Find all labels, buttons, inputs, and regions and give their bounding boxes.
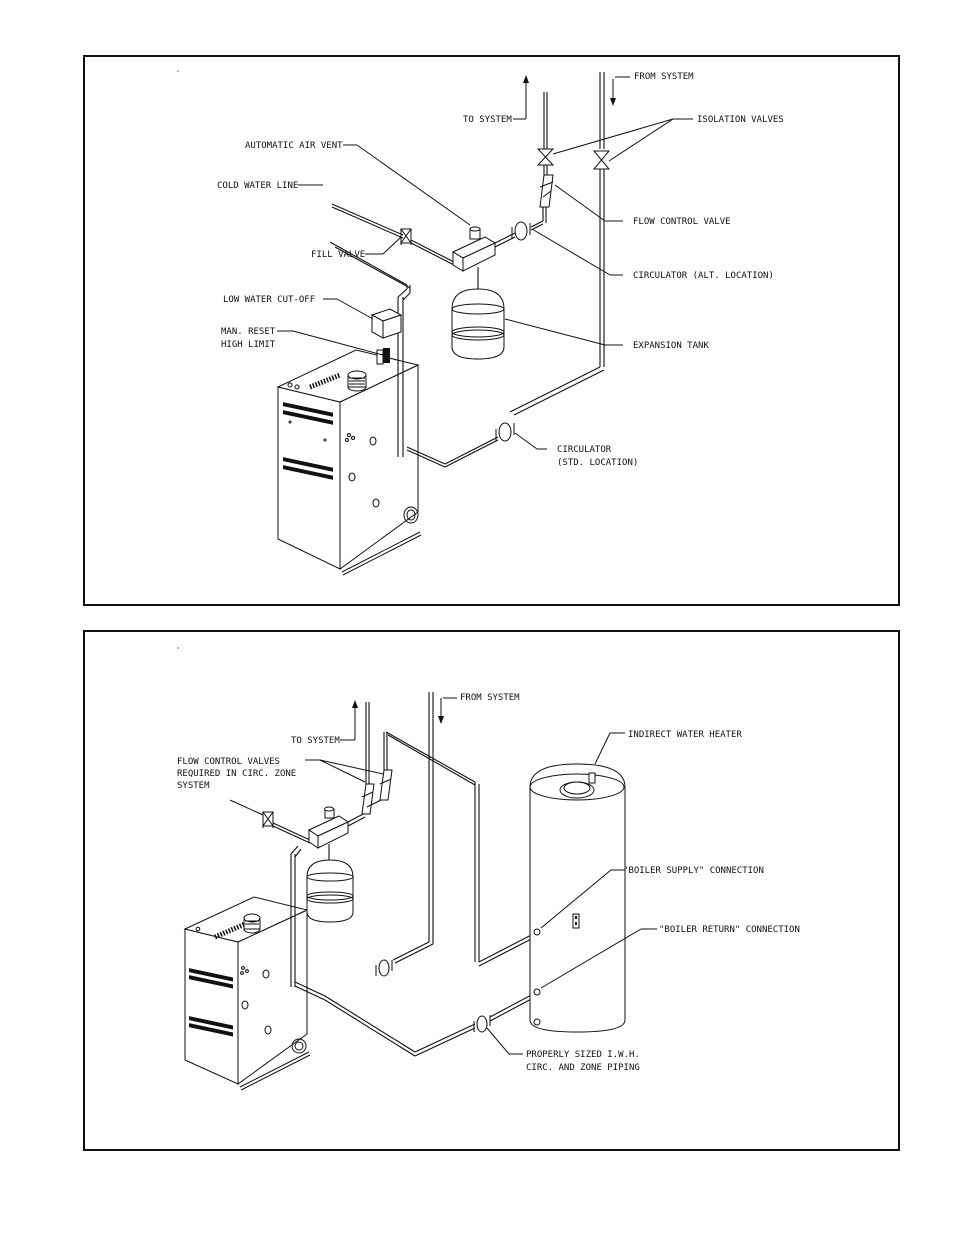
label-circulator-std: CIRCULATOR [557, 445, 612, 455]
label-flow-control-valves: FLOW CONTROL VALVES [177, 757, 280, 767]
label-low-water-cutoff: LOW WATER CUT-OFF [223, 295, 315, 305]
circulator-alt [511, 220, 544, 241]
boiler [276, 349, 422, 576]
iwh-circulator [473, 1015, 491, 1033]
fill-valve [262, 811, 311, 844]
boiler-vent-slots [283, 402, 333, 480]
boiler-vent-slots [189, 968, 233, 1037]
label-cold-water-line: COLD WATER LINE [217, 181, 298, 191]
return-riser [392, 692, 434, 964]
label-from-system: FROM SYSTEM [460, 693, 520, 703]
from-system-arrow [610, 79, 616, 106]
label-zone-piping: CIRC. AND ZONE PIPING [526, 1063, 640, 1073]
return-riser [509, 72, 611, 416]
boiler [183, 896, 311, 1091]
isolation-valve-right [592, 150, 611, 170]
flow-control-valve-1 [361, 702, 375, 815]
low-water-cutoff [370, 308, 403, 339]
label-flow-control-required: REQUIRED IN CIRC. ZONE [177, 769, 296, 779]
to-system-arrow [523, 75, 529, 119]
label-from-system: FROM SYSTEM [634, 72, 694, 82]
iwh-return-piping [294, 981, 538, 1057]
bottom-diagram-panel: FROM SYSTEM TO SYSTEM INDIRECT WATER HEA… [83, 630, 900, 1151]
expansion-tank [306, 859, 354, 923]
supply-piping [290, 845, 302, 987]
label-properly-sized: PROPERLY SIZED I.W.H. [526, 1050, 640, 1060]
flow-control-valve [539, 174, 554, 223]
zone-circulator [375, 959, 393, 977]
circulator-std [406, 422, 515, 468]
label-to-system: TO SYSTEM [463, 115, 512, 125]
boiler-top-grille [309, 372, 341, 390]
label-automatic-air-vent: AUTOMATIC AIR VENT [245, 141, 343, 151]
label-boiler-supply: "BOILER SUPPLY" CONNECTION [623, 866, 764, 876]
label-boiler-return: "BOILER RETURN" CONNECTION [659, 925, 800, 935]
fill-valve [400, 228, 459, 268]
label-to-system: TO SYSTEM [291, 736, 340, 746]
iwh-supply-piping [385, 731, 538, 967]
boiler-return-connection [533, 988, 541, 996]
label-circulator-alt: CIRCULATOR (ALT. LOCATION) [633, 271, 774, 281]
label-circulator-std-location: (STD. LOCATION) [557, 458, 638, 468]
air-separator [451, 226, 497, 289]
bottom-piping-diagram: FROM SYSTEM TO SYSTEM INDIRECT WATER HEA… [177, 647, 800, 1091]
label-flow-control-valve: FLOW CONTROL VALVE [633, 217, 731, 227]
cold-water-pipe [331, 203, 404, 236]
from-system-arrow [438, 698, 444, 724]
air-separator [307, 806, 350, 860]
top-piping-diagram: FROM SYSTEM TO SYSTEM ISOLATION VALVES A… [177, 70, 784, 576]
top-diagram-panel: FROM SYSTEM TO SYSTEM ISOLATION VALVES A… [83, 55, 900, 606]
leader-lines [277, 76, 693, 450]
label-isolation-valves: ISOLATION VALVES [697, 115, 784, 125]
high-limit-control [376, 348, 390, 365]
flow-control-valve-2 [379, 732, 393, 801]
boiler-flue [347, 370, 367, 392]
label-high-limit: HIGH LIMIT [221, 340, 276, 350]
boiler-flue [243, 913, 261, 934]
boiler-supply-connection [533, 928, 541, 936]
label-man-reset: MAN. RESET [221, 327, 276, 337]
label-flow-control-system: SYSTEM [177, 781, 210, 791]
expansion-tank [451, 288, 505, 360]
label-fill-valve: FILL VALVE [311, 250, 365, 260]
isolation-valve-left [536, 148, 555, 166]
label-expansion-tank: EXPANSION TANK [633, 341, 709, 351]
leader-lines [305, 697, 657, 1055]
label-indirect-water-heater: INDIRECT WATER HEATER [628, 730, 742, 740]
to-system-arrow [352, 700, 358, 740]
